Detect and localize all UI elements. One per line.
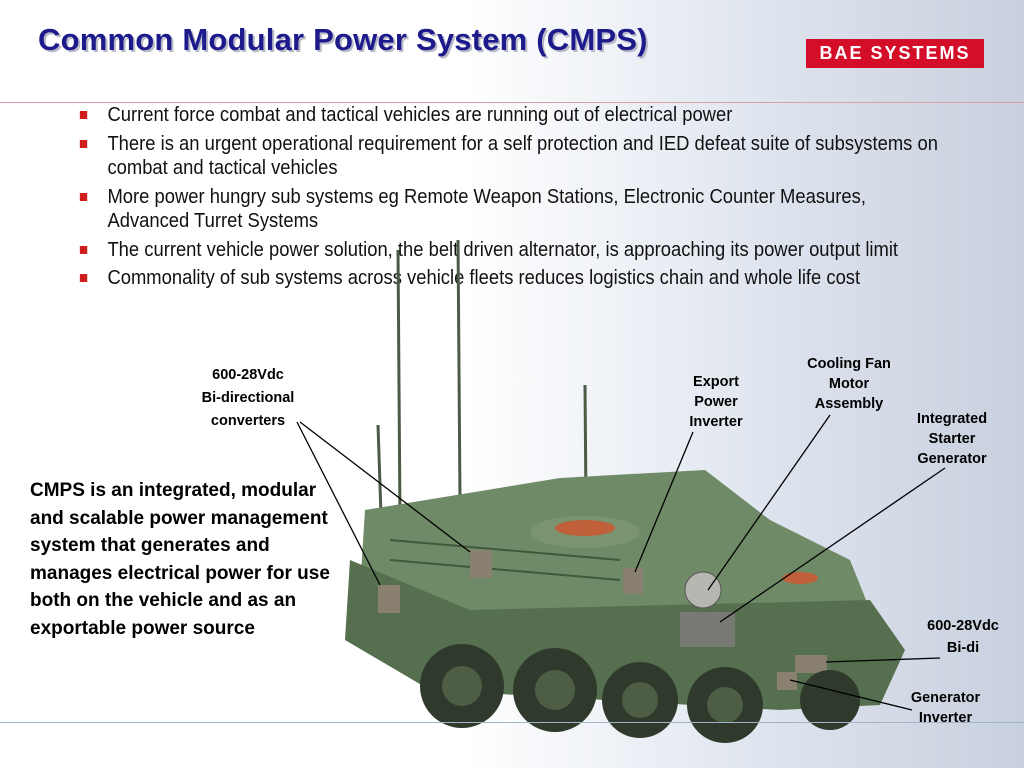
hatch: [782, 572, 818, 584]
label-cooling-fan-motor-assembly: Cooling Fan Motor Assembly: [807, 356, 891, 412]
antenna: [396, 249, 402, 521]
wheel-hub: [442, 666, 482, 706]
wheel: [800, 670, 860, 730]
callout-line: [707, 414, 831, 591]
bullet-square-icon: [79, 139, 88, 148]
converter-box: [378, 585, 400, 613]
bullet-item: There is an urgent operational requireme…: [78, 132, 940, 181]
export-inverter-box: [623, 568, 643, 594]
converter-box: [470, 550, 492, 578]
cooling-fan: [684, 571, 722, 609]
antenna: [456, 239, 462, 501]
slide-title: Common Modular Power System (CMPS): [38, 22, 648, 57]
bullet-item: Current force combat and tactical vehicl…: [78, 103, 940, 128]
bullet-square-icon: [79, 274, 88, 282]
bullet-square-icon: [79, 245, 88, 254]
callout-line: [719, 467, 946, 623]
callout-line: [789, 679, 913, 711]
cmps-description: CMPS is an integrated, modular and scala…: [30, 480, 330, 639]
label-integrated-starter-generator: Integrated Starter Generator: [916, 411, 988, 467]
label-export-power-inverter: Export Power Inverter: [689, 374, 743, 430]
wheel-hub: [535, 670, 575, 710]
bullet-square-icon: [79, 111, 88, 119]
vehicle-hull-top: [360, 470, 870, 640]
wheel-hub: [707, 687, 743, 723]
label-bidirectional-converters: 600-28Vdc Bi-directional converters: [201, 367, 295, 429]
bullet-item: More power hungry sub systems eg Remote …: [78, 185, 940, 234]
callout-line: [296, 421, 381, 586]
title-divider: [0, 102, 1024, 103]
bullet-item: Commonality of sub systems across vehicl…: [78, 266, 940, 291]
callout-line: [825, 657, 941, 663]
wheel-hub: [622, 682, 658, 718]
generator-inverter-box: [777, 672, 797, 690]
bullet-list: Current force combat and tactical vehicl…: [78, 103, 938, 295]
turret-hatch: [555, 520, 615, 536]
callout-line: [299, 421, 471, 553]
bidi-converter-box: [795, 655, 827, 673]
footer-divider: [0, 722, 1024, 723]
label-generator-inverter: Generator Inverter: [910, 690, 981, 726]
panel-line: [389, 559, 621, 581]
callout-line: [634, 431, 694, 573]
bullet-square-icon: [79, 192, 88, 201]
bae-systems-logo: BAE SYSTEMS: [806, 39, 984, 68]
bullet-item: The current vehicle power solution, the …: [78, 238, 940, 263]
panel-line: [389, 539, 621, 561]
label-bidi-converter: 600-28Vdc Bi-di: [927, 618, 999, 656]
